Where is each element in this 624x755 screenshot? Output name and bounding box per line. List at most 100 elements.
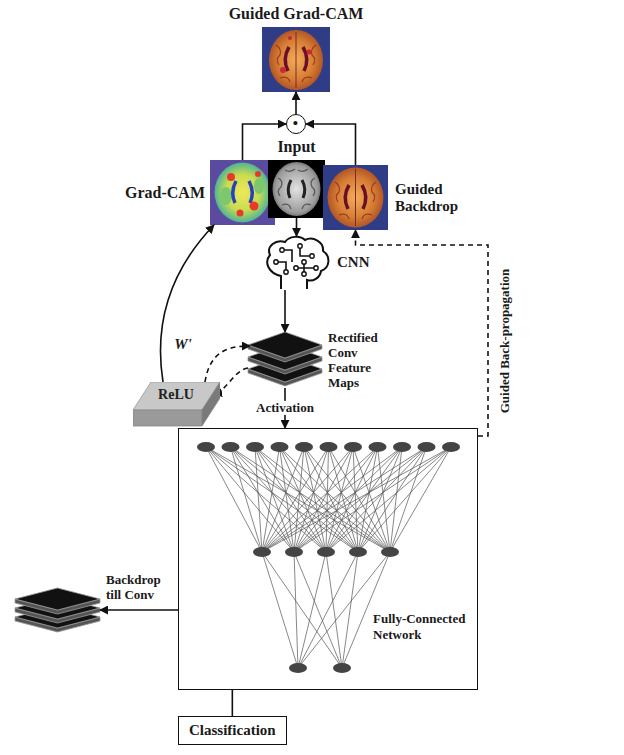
network-link	[262, 552, 298, 668]
relu-to-gradcam-curve	[160, 225, 214, 382]
cnn-icon-box: CNN	[265, 236, 330, 290]
neuron	[442, 442, 460, 452]
backdrop-stack-box: Backdrop till Conv	[15, 588, 100, 632]
node-label: ReLU	[137, 387, 215, 403]
weight-curve	[205, 346, 250, 382]
neuron	[349, 547, 367, 557]
network-link	[262, 447, 402, 552]
network-link	[280, 447, 391, 552]
network-link	[231, 447, 359, 552]
neuron	[197, 442, 215, 452]
network-link	[358, 447, 451, 552]
network-link	[390, 447, 427, 552]
fully-connected-box: Fully-Connected Network	[178, 428, 478, 690]
network-link	[206, 447, 326, 552]
relu-block: ReLU	[133, 382, 220, 428]
network-link	[262, 447, 280, 552]
network-link	[304, 447, 358, 552]
neuron	[222, 442, 240, 452]
node-label: Guided Backdrop	[395, 180, 475, 215]
neuron	[295, 442, 313, 452]
network-link	[326, 552, 342, 668]
network-link	[262, 552, 342, 668]
node-label: Fully-Connected Network	[373, 611, 475, 643]
node-label: CNN	[337, 254, 370, 271]
feature-map-stack	[248, 332, 322, 386]
neuron	[320, 442, 338, 452]
network-link	[326, 447, 451, 552]
network-link	[262, 447, 451, 552]
node-label: Grad-CAM	[125, 183, 205, 201]
network-link	[294, 447, 427, 552]
feature-map-stack-box: Rectified Conv Feature Maps	[248, 332, 322, 388]
backdrop-stack	[15, 588, 100, 632]
network-link	[294, 552, 298, 668]
classification-box: Classification	[178, 716, 287, 745]
node-label: Classification	[189, 722, 276, 739]
node-label: Guided Grad-CAM	[229, 5, 364, 23]
node-label: Backdrop till Conv	[106, 572, 176, 602]
neuron	[344, 442, 362, 452]
network-link	[326, 447, 353, 552]
network-link	[329, 447, 359, 552]
network-link	[255, 447, 390, 552]
network-link	[326, 447, 378, 552]
network-link	[358, 447, 427, 552]
edge-label: W'	[172, 336, 194, 353]
node-label: Input	[277, 138, 315, 156]
neuron	[271, 442, 289, 452]
neuron	[369, 442, 387, 452]
neuron	[246, 442, 264, 452]
network-link	[294, 447, 402, 552]
network-link	[304, 447, 390, 552]
gradcam-heatmap	[210, 160, 275, 225]
neuron	[317, 547, 335, 557]
neuron	[285, 547, 303, 557]
cnn-icon	[267, 237, 328, 289]
multiply-circle: •	[286, 114, 306, 134]
network-link	[353, 447, 358, 552]
node-label: •	[287, 115, 304, 132]
classification-line	[232, 690, 234, 716]
neuron	[381, 547, 399, 557]
node-label: Rectified Conv Feature Maps	[328, 330, 402, 390]
network-link	[294, 447, 451, 552]
network-link	[294, 552, 342, 668]
gradcam-image: Grad-CAM	[210, 160, 275, 225]
network-link	[298, 552, 390, 668]
edge-label: Guided Back-propagation	[498, 266, 512, 415]
network-link	[231, 447, 295, 552]
guided-gradcam-brain	[262, 27, 330, 92]
network-link	[342, 552, 390, 668]
network-link	[255, 447, 294, 552]
network-link	[390, 447, 402, 552]
guided-backdrop-image: Guided Backdrop	[323, 165, 388, 230]
network-link	[206, 447, 390, 552]
input-mri	[268, 160, 325, 218]
input-image: Input	[268, 160, 325, 218]
product-to-result-arrow	[295, 92, 297, 114]
network-link	[262, 447, 353, 552]
input-to-cnn-arrow	[296, 218, 298, 236]
guided-backdrop-brain	[323, 165, 388, 230]
network-link	[231, 447, 327, 552]
neuron	[393, 442, 411, 452]
network-link	[262, 447, 329, 552]
network-link	[326, 447, 329, 552]
edge-label: Activation	[254, 401, 316, 415]
cnn-to-features-arrow	[284, 290, 286, 332]
network-link	[231, 447, 263, 552]
neuron	[289, 663, 307, 673]
backdrop-arrow	[100, 609, 178, 611]
network-link	[390, 447, 451, 552]
network-link	[326, 447, 427, 552]
neuron	[333, 663, 351, 673]
network-link	[358, 447, 378, 552]
network-link	[326, 447, 402, 552]
guided-gradcam-image: Guided Grad-CAM	[262, 27, 330, 92]
neuron	[418, 442, 436, 452]
